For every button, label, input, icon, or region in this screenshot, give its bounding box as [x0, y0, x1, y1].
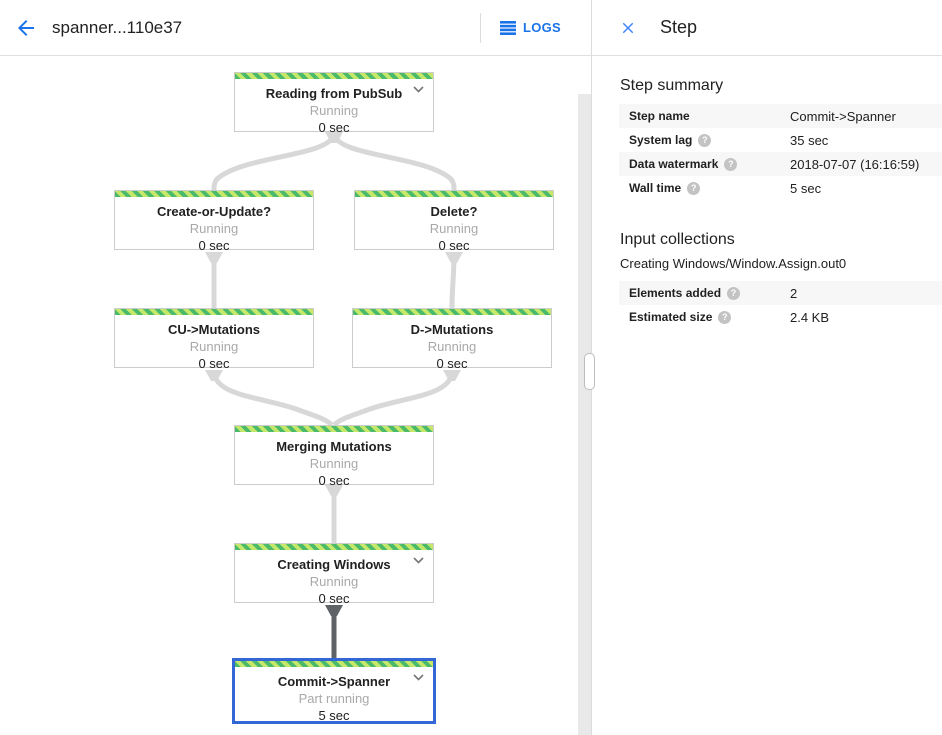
input-collections-heading: Input collections	[620, 231, 735, 248]
graph-column: spanner...110e37 LOGS	[0, 0, 591, 735]
property-label: Estimated size	[629, 310, 713, 324]
property-label: Elements added	[629, 286, 722, 300]
node-title: Create-or-Update?	[156, 204, 272, 219]
node-status: Running	[189, 221, 239, 236]
node-status: Running	[309, 103, 359, 118]
node-time: 0 sec	[318, 591, 350, 606]
node-time: 0 sec	[436, 356, 468, 371]
property-label: Step name	[629, 109, 690, 123]
edge-arrowhead-dark	[325, 605, 343, 616]
logs-button[interactable]: LOGS	[499, 20, 561, 35]
help-icon[interactable]	[698, 133, 712, 147]
collection-name: Creating Windows/Window.Assign.out0	[620, 256, 847, 271]
node-title: Delete?	[430, 204, 478, 219]
node-title: D->Mutations	[410, 322, 494, 337]
property-row: Wall time 5 sec	[619, 176, 942, 200]
edge-d-to-merging	[332, 370, 455, 427]
node-status: Running	[427, 339, 477, 354]
node-title: CU->Mutations	[167, 322, 261, 337]
help-icon[interactable]	[687, 181, 701, 195]
running-stripe	[235, 73, 433, 79]
node-title: Reading from PubSub	[265, 86, 403, 101]
node-time: 0 sec	[318, 473, 350, 488]
property-value: 35 sec	[790, 132, 829, 148]
edge-arrowhead	[205, 370, 223, 381]
panel-resize-handle[interactable]	[584, 353, 595, 390]
node-title: Merging Mutations	[276, 439, 392, 454]
top-bar: spanner...110e37 LOGS	[0, 0, 591, 56]
property-row: System lag 35 sec	[619, 128, 942, 152]
edge-reading-to-create	[211, 132, 337, 191]
property-label: System lag	[629, 133, 693, 147]
property-row: Estimated size 2.4 KB	[619, 305, 942, 329]
chevron-down-icon[interactable]	[413, 86, 424, 93]
property-label: Wall time	[629, 181, 682, 195]
node-status: Running	[189, 339, 239, 354]
input-collections-table: Elements added 2 Estimated size 2.4 KB	[592, 281, 942, 329]
property-value: 2	[790, 285, 798, 301]
running-stripe	[235, 426, 433, 432]
toolbar-divider	[479, 12, 481, 43]
help-icon[interactable]	[727, 286, 741, 300]
logs-list-icon	[499, 20, 516, 35]
property-row: Step name Commit->Spanner	[619, 104, 942, 128]
close-icon[interactable]	[619, 19, 637, 37]
logs-button-label: LOGS	[522, 20, 561, 35]
node-time: 0 sec	[198, 238, 230, 253]
edge-reading-to-delete	[331, 132, 457, 191]
graph-edges	[205, 132, 463, 658]
node-title: Creating Windows	[277, 557, 391, 572]
edge-arrowhead	[445, 252, 463, 263]
step-summary-table: Step name Commit->Spanner System lag 35 …	[592, 104, 942, 200]
property-value: Commit->Spanner	[790, 108, 896, 124]
chevron-down-icon[interactable]	[413, 557, 424, 564]
node-time: 0 sec	[318, 120, 350, 135]
running-stripe	[353, 309, 551, 315]
edge-arrowhead	[325, 485, 343, 496]
property-value: 5 sec	[790, 180, 822, 196]
property-row: Elements added 2	[619, 281, 942, 305]
node-status: Part running	[298, 691, 370, 706]
edge-arrowhead	[205, 252, 223, 263]
back-arrow-icon[interactable]	[14, 16, 38, 40]
step-panel: Step Step summary Step name Commit->Span…	[591, 0, 942, 735]
graph-node-create-or-update[interactable]: Create-or-Update? Running 0 sec	[114, 190, 314, 253]
node-status: Running	[309, 574, 359, 589]
edge-cu-to-merging	[211, 370, 334, 427]
chevron-down-icon[interactable]	[413, 674, 424, 681]
property-value: 2018-07-07 (16:16:59)	[790, 156, 920, 172]
node-title: Commit->Spanner	[277, 674, 391, 689]
running-stripe	[235, 544, 433, 550]
node-status: Running	[429, 221, 479, 236]
panel-title: Step	[660, 17, 698, 37]
running-stripe	[115, 191, 313, 197]
edge-arrowhead	[443, 370, 461, 381]
running-stripe	[235, 661, 433, 667]
node-time: 0 sec	[198, 356, 230, 371]
step-summary-heading: Step summary	[620, 77, 724, 94]
help-icon[interactable]	[724, 157, 738, 171]
node-time: 5 sec	[318, 708, 350, 723]
property-value: 2.4 KB	[790, 309, 830, 325]
graph-node-delete[interactable]: Delete? Running 0 sec	[354, 190, 554, 253]
running-stripe	[115, 309, 313, 315]
graph-scrollbar[interactable]	[578, 94, 591, 735]
property-row: Data watermark 2018-07-07 (16:16:59)	[619, 152, 942, 176]
property-label: Data watermark	[629, 157, 719, 171]
edge-arrowhead	[325, 132, 343, 143]
help-icon[interactable]	[718, 310, 732, 324]
job-title: spanner...110e37	[52, 17, 183, 37]
step-panel-header: Step	[592, 0, 942, 56]
step-panel-body: Step summary Step name Commit->Spanner S…	[592, 56, 942, 735]
running-stripe	[355, 191, 553, 197]
node-time: 0 sec	[438, 238, 470, 253]
node-status: Running	[309, 456, 359, 471]
